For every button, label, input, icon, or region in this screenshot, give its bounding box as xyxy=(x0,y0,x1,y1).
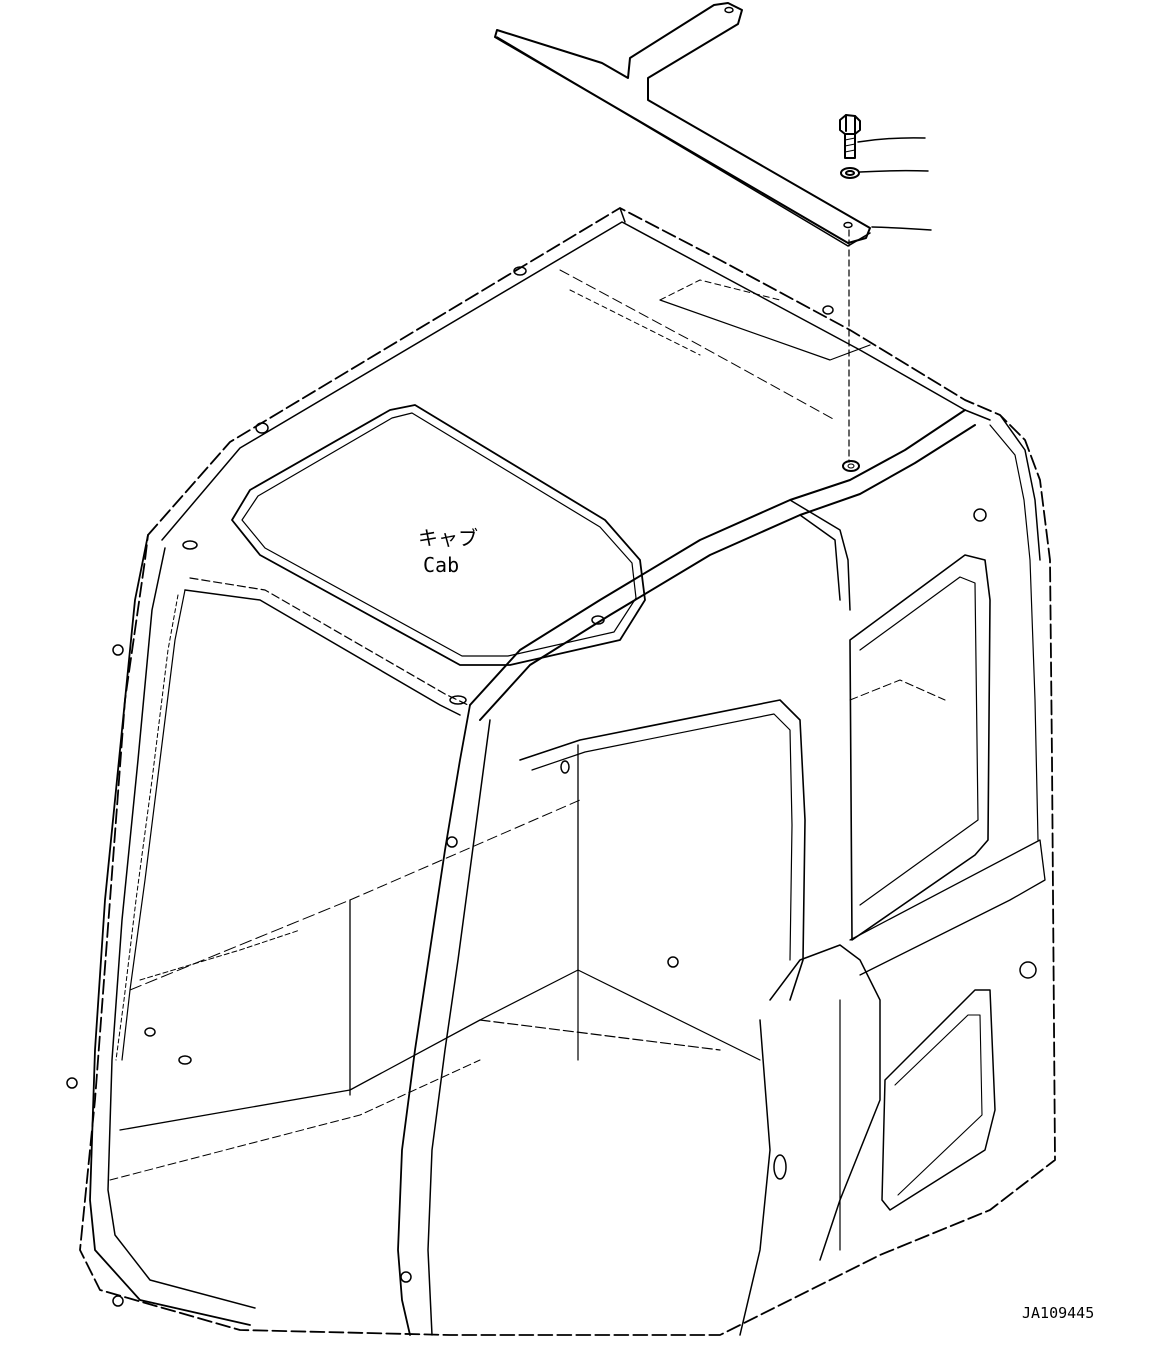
cab-mount-hole xyxy=(842,460,860,472)
bolt-icon xyxy=(839,114,861,159)
t-bracket xyxy=(494,2,871,247)
leader-lines xyxy=(857,137,932,231)
leader-line-bracket xyxy=(871,226,932,231)
washer-icon xyxy=(840,167,860,179)
drawing-code: JA109445 xyxy=(1022,1304,1094,1322)
bracket-hole-mount xyxy=(843,221,853,229)
cab-label-jp: キャブ xyxy=(418,526,478,550)
cab-fasteners xyxy=(66,266,1037,1307)
leader-line-washer xyxy=(859,169,929,173)
leader-line-bolt xyxy=(857,137,926,143)
cab-body xyxy=(79,207,1056,1336)
cab-label-en: Cab xyxy=(423,553,459,577)
bracket-hole-top xyxy=(724,6,734,14)
